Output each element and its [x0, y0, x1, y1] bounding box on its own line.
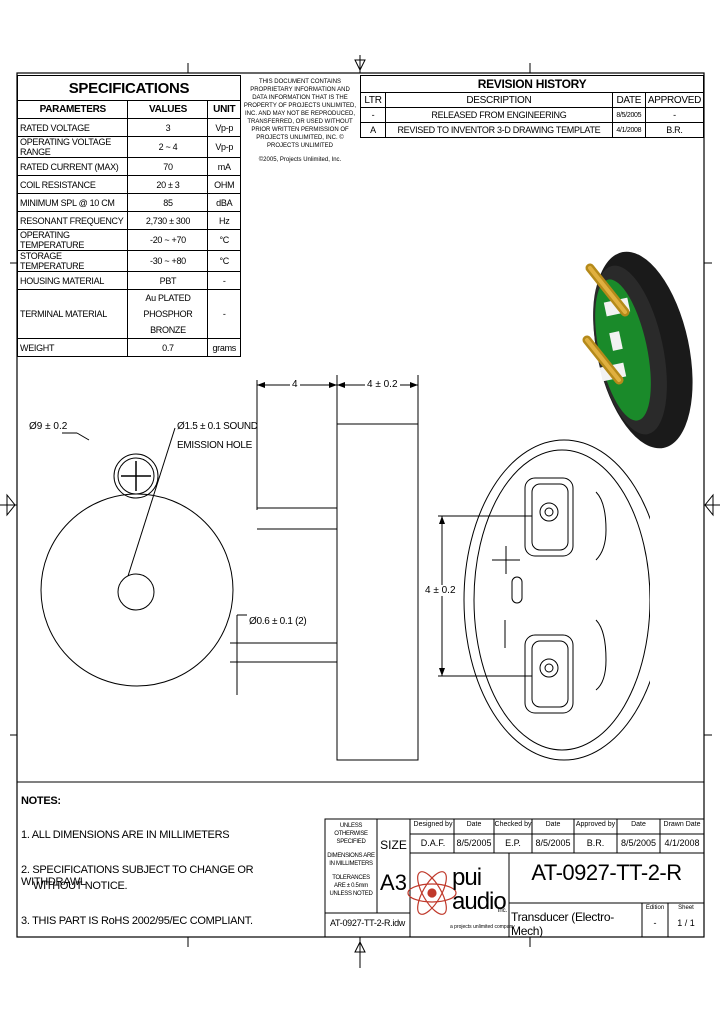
tb-date1: 8/5/2005 — [456, 838, 492, 848]
sound-hole — [117, 573, 155, 611]
note-3: 3. THIS PART IS RoHS 2002/95/EC COMPLIAN… — [21, 915, 253, 927]
pui-logo-icon — [407, 871, 457, 915]
tb-dim-are-1: DIMENSIONS ARE — [327, 853, 375, 859]
front-view — [40, 427, 234, 687]
tb-approved-by: B.R. — [586, 838, 605, 848]
spec-value: 0.7 — [127, 338, 209, 357]
notes-title: NOTES: — [21, 795, 61, 807]
tb-general-notes: UNLESS OTHERWISE SPECIFIED DIMENSIONS AR… — [325, 822, 377, 898]
rev-ltr: A — [360, 122, 386, 138]
dim-4-label: 4 — [290, 379, 300, 390]
spec-unit: grams — [207, 338, 241, 357]
rev-approved: B.R. — [644, 122, 705, 138]
side-view — [230, 375, 419, 761]
transducer-3d-illustration — [582, 251, 693, 449]
tb-tol-1: TOLERANCES — [332, 875, 370, 881]
sound-hole-label-2: EMISSION HOLE — [177, 440, 253, 451]
specifications-table: SPECIFICATIONS PARAMETERS VALUES UNIT RA… — [16, 75, 241, 357]
tb-part-number: AT-0927-TT-2-R — [531, 860, 682, 885]
tb-file-name: AT-0927-TT-2-R.idw — [330, 918, 405, 928]
tb-date3-label: Date — [631, 821, 646, 828]
tb-date1-label: Date — [466, 821, 482, 828]
tb-size-label: SIZE — [380, 838, 407, 852]
tb-date2-label: Date — [545, 821, 561, 828]
tb-checked-by-label: Checked by — [494, 821, 532, 828]
tb-date3: 8/5/2005 — [620, 838, 657, 848]
tb-unless-1: UNLESS OTHERWISE — [334, 823, 368, 837]
proprietary-copyright: ©2005, Projects Unlimited, Inc. — [258, 157, 342, 163]
tb-sheet-label: Sheet — [678, 905, 694, 911]
tb-tol-3: UNLESS NOTED — [329, 891, 373, 897]
dim-4-02-side-label: 4 ± 0.2 — [425, 585, 456, 596]
sound-hole-label-1: Ø1.5 ± 0.1 SOUND — [177, 421, 258, 432]
tb-logo-tagline: a projects unlimited company — [450, 924, 515, 930]
tb-checked-by: E.P. — [505, 838, 521, 848]
back-outline — [463, 439, 650, 761]
spec-param: STORAGE TEMPERATURE — [16, 250, 129, 272]
spec-unit: - — [207, 289, 241, 339]
tb-logo-audio: audio — [452, 888, 507, 915]
tb-designed-by: D.A.F. — [420, 838, 446, 848]
dia9-label: Ø9 ± 0.2 — [29, 421, 68, 432]
tb-drawn-date: 4/1/2008 — [664, 838, 700, 848]
spec-param: OPERATING VOLTAGE RANGE — [16, 136, 129, 158]
tb-drawn-date-label: Drawn Date — [663, 821, 701, 828]
spec-value: 2,730 ± 300 — [127, 211, 209, 230]
revision-history-table: REVISION HISTORY LTR DESCRIPTION DATE AP… — [360, 75, 705, 138]
proprietary-notice: THIS DOCUMENT CONTAINS PROPRIETARY INFOR… — [242, 78, 358, 164]
note-2a: 2. SPECIFICATIONS SUBJECT TO CHANGE OR W… — [21, 864, 254, 888]
tb-edition: - — [653, 918, 657, 928]
note-1: 1. ALL DIMENSIONS ARE IN MILLIMETERS — [21, 829, 230, 841]
back-view — [438, 439, 650, 761]
tb-logo-inc: inc. — [498, 908, 508, 914]
spec-value: Au PLATED PHOSPHOR BRONZE — [127, 289, 209, 339]
spec-param: TERMINAL MATERIAL — [16, 289, 129, 339]
tb-date2: 8/5/2005 — [535, 838, 571, 848]
spec-param: WEIGHT — [16, 338, 129, 357]
tb-unless-2: SPECIFIED — [336, 839, 366, 845]
note-2b: WITHOUT NOTICE. — [33, 880, 128, 892]
tb-approved-by-label: Approved by — [575, 821, 616, 828]
side-body — [336, 423, 419, 761]
pin-diameter-label: Ø0.6 ± 0.1 (2) — [249, 616, 307, 627]
tb-sheet: 1 / 1 — [677, 918, 695, 928]
tb-designed-by-label: Designed by — [413, 821, 453, 828]
proprietary-text: THIS DOCUMENT CONTAINS PROPRIETARY INFOR… — [243, 79, 357, 149]
tb-tol-2: ARE ± 0.5mm — [333, 883, 368, 889]
tb-size-value: A3 — [380, 870, 407, 895]
tb-edition-label: Edition — [645, 905, 665, 911]
tb-description: Transducer (Electro-Mech) — [511, 910, 614, 938]
tb-dim-are-2: IN MILLIMETERS — [329, 861, 373, 867]
dim-4-02-top-label: 4 ± 0.2 — [365, 379, 400, 390]
tb-logo-pui: pui — [452, 864, 482, 891]
